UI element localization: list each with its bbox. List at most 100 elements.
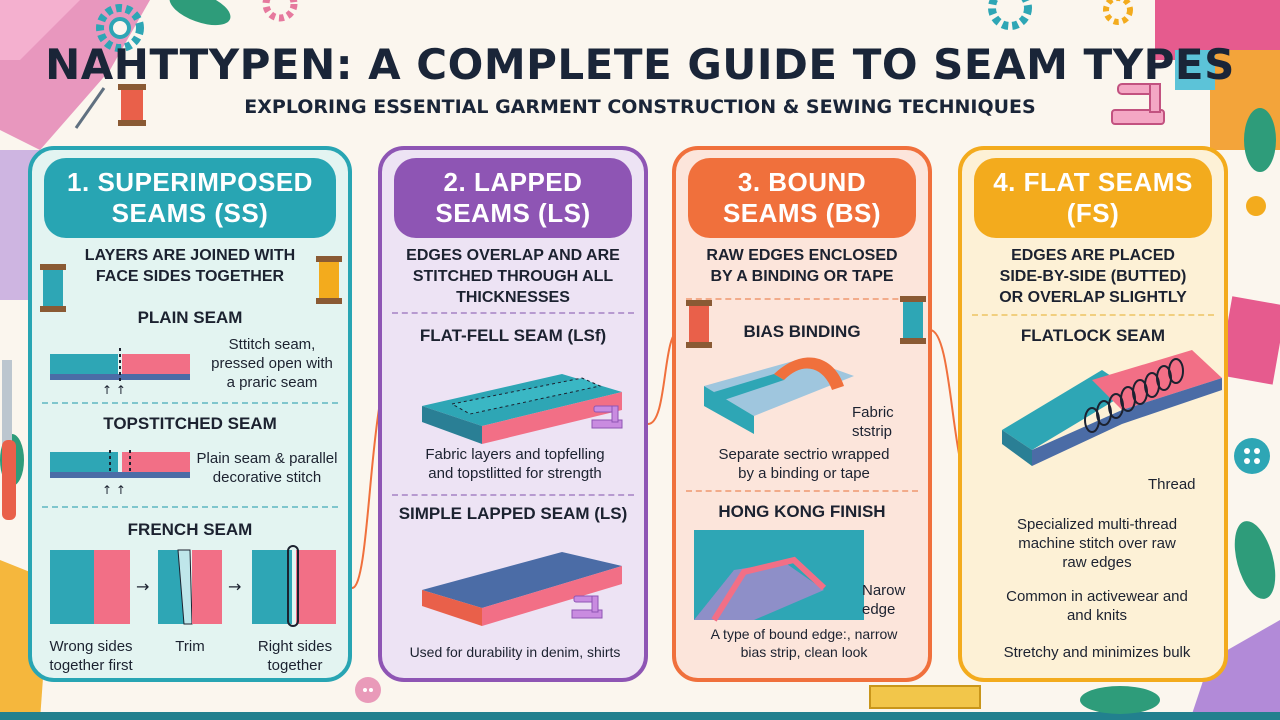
fabric-patch-decoration	[1218, 296, 1280, 385]
heading-line: (FS)	[1066, 198, 1120, 228]
svg-text:↑ ↑: ↑ ↑	[102, 383, 126, 397]
description-line: THICKNESSES	[456, 288, 570, 306]
page-subtitle: EXPLORING ESSENTIAL GARMENT CONSTRUCTION…	[244, 96, 1036, 118]
button-icon	[1246, 196, 1266, 216]
simple-lapped-seam-caption: Used for durability in denim, shirts	[386, 644, 644, 662]
simple-lapped-seam-illustration	[422, 552, 622, 626]
flatlock-seam-illustration	[1002, 350, 1222, 466]
thread-spool-icon	[118, 84, 146, 126]
step-line: together first	[49, 656, 133, 674]
callout-line: ststrip	[852, 422, 893, 440]
gear-icon	[1103, 0, 1133, 25]
column-description: RAW EDGES ENCLOSED BY A BINDING OR TAPE	[682, 246, 922, 288]
callout-line: Narow	[862, 582, 906, 599]
section-title-topstitched-seam: TOPSTITCHED SEAM	[103, 414, 277, 433]
note-line: Common in activewear and	[1006, 588, 1188, 605]
section-divider	[392, 312, 634, 314]
caption-line: Sttitch seam,	[228, 336, 316, 353]
column-heading: 1. SUPERIMPOSED SEAMS (SS)	[44, 158, 336, 238]
topstitched-seam-illustration: ↑ ↑	[50, 450, 190, 497]
caption-line: bias strip, clean look	[740, 643, 868, 660]
bias-binding-callout: Fabric ststrip	[852, 404, 932, 442]
hong-kong-finish-illustration	[694, 530, 864, 622]
section-title-simple-lapped-seam: SIMPLE LAPPED SEAM (LS)	[398, 504, 628, 523]
description-line: BY A BINDING OR TAPE	[710, 267, 894, 285]
caption-line: Separate sectrio wrapped	[718, 446, 890, 463]
thread-spool-icon	[40, 264, 66, 312]
heading-line: 1. SUPERIMPOSED	[67, 166, 313, 197]
caption-line: by a binding or tape	[738, 464, 870, 482]
section-divider	[392, 494, 634, 496]
fabric-patch-decoration	[1175, 50, 1215, 90]
plain-seam-caption: Sttitch seam, pressed open with a praric…	[192, 336, 352, 392]
section-title-flat-fell-seam: FLAT-FELL SEAM (LSf)	[419, 326, 607, 345]
note-line: and knits	[1066, 606, 1128, 624]
page-title: NAHTTYPEN: A COMPLETE GUIDE TO SEAM TYPE…	[45, 40, 1235, 89]
flatlock-note: Common in activewear and and knits	[966, 588, 1228, 626]
caption-line: pressed open with	[211, 354, 333, 372]
heading-line: 3. BOUND	[737, 166, 867, 197]
flat-fell-seam-illustration	[422, 374, 623, 444]
column-heading: 3. BOUND SEAMS (BS)	[688, 158, 916, 238]
section-divider	[972, 314, 1214, 316]
caption-line: Plain seam & parallel	[196, 450, 338, 467]
leaf-decoration	[1234, 521, 1276, 599]
french-seam-step: Trim	[150, 638, 230, 657]
section-title-bias-binding: BIAS BINDING	[743, 322, 861, 341]
step-line: Wrong sides	[49, 638, 133, 655]
ruler-icon	[869, 685, 981, 709]
flatlock-note: Specialized multi-thread machine stitch …	[966, 516, 1228, 572]
flatlock-note: Stretchy and minimizes bulk	[966, 644, 1228, 663]
thread-spool-icon	[900, 296, 926, 344]
column-heading: 4. FLAT SEAMS (FS)	[974, 158, 1212, 238]
flat-fell-seam-caption: Fabric layers and topfelling and topstli…	[390, 446, 640, 484]
section-divider	[42, 402, 338, 404]
step-line: together	[267, 656, 323, 674]
hong-kong-finish-callout: Narow edge	[862, 582, 932, 620]
step-line: Right sides	[257, 638, 333, 655]
scissors-icon	[2, 360, 16, 520]
sewing-machine-icon	[591, 405, 623, 429]
description-line: FACE SIDES TOGETHER	[95, 267, 285, 285]
section-title-flatlock-seam: FLATLOCK SEAM	[1020, 326, 1166, 345]
gear-icon	[96, 4, 144, 52]
description-line: SIDE-BY-SIDE (BUTTED)	[999, 267, 1187, 285]
button-icon	[355, 677, 381, 703]
column-heading: 2. LAPPED SEAMS (LS)	[394, 158, 632, 238]
heading-line: 4. FLAT SEAMS	[993, 166, 1193, 197]
heading-line: SEAMS (BS)	[722, 198, 882, 228]
thread-spool-icon	[316, 256, 342, 304]
heading-line: SEAMS (SS)	[111, 198, 269, 228]
gear-icon	[262, 0, 298, 22]
french-seam-step: Wrong sides together first	[32, 638, 150, 676]
french-seam-illustration: → →	[50, 545, 336, 627]
column-flat-seams: 4. FLAT SEAMS (FS) EDGES ARE PLACED SIDE…	[958, 146, 1228, 682]
caption-line: a praric seam	[226, 373, 318, 391]
note-line: Stretchy and minimizes bulk	[1003, 644, 1191, 661]
caption-line: decorative stitch	[212, 468, 322, 486]
sewing-machine-icon	[571, 595, 603, 619]
column-description: EDGES ARE PLACED SIDE-BY-SIDE (BUTTED) O…	[968, 246, 1218, 308]
caption-line: and topstlitted for strength	[428, 464, 602, 482]
caption-line: Used for durability in denim, shirts	[409, 644, 621, 660]
plain-seam-illustration: ↑ ↑	[50, 348, 190, 397]
column-description: LAYERS ARE JOINED WITH FACE SIDES TOGETH…	[38, 246, 342, 288]
bottom-border	[0, 712, 1280, 720]
section-title-french-seam: FRENCH SEAM	[127, 520, 253, 539]
caption-line: Fabric layers and topfelling	[425, 446, 605, 463]
note-line: Specialized multi-thread	[1016, 516, 1178, 533]
callout-line: Fabric	[852, 404, 894, 421]
description-line: OR OVERLAP SLIGHTLY	[999, 288, 1187, 306]
section-divider	[686, 298, 918, 300]
leaf-decoration	[1244, 108, 1276, 172]
description-line: RAW EDGES ENCLOSED	[706, 247, 898, 264]
description-line: EDGES OVERLAP AND ARE	[406, 247, 620, 264]
step-line: Trim	[175, 638, 205, 655]
column-superimposed-seams: 1. SUPERIMPOSED SEAMS (SS) LAYERS ARE JO…	[28, 146, 352, 682]
fabric-patch-decoration	[0, 0, 80, 60]
note-line: raw edges	[1062, 553, 1132, 571]
svg-text:→: →	[136, 577, 149, 596]
bias-binding-illustration	[704, 357, 854, 434]
svg-text:→: →	[228, 577, 241, 596]
